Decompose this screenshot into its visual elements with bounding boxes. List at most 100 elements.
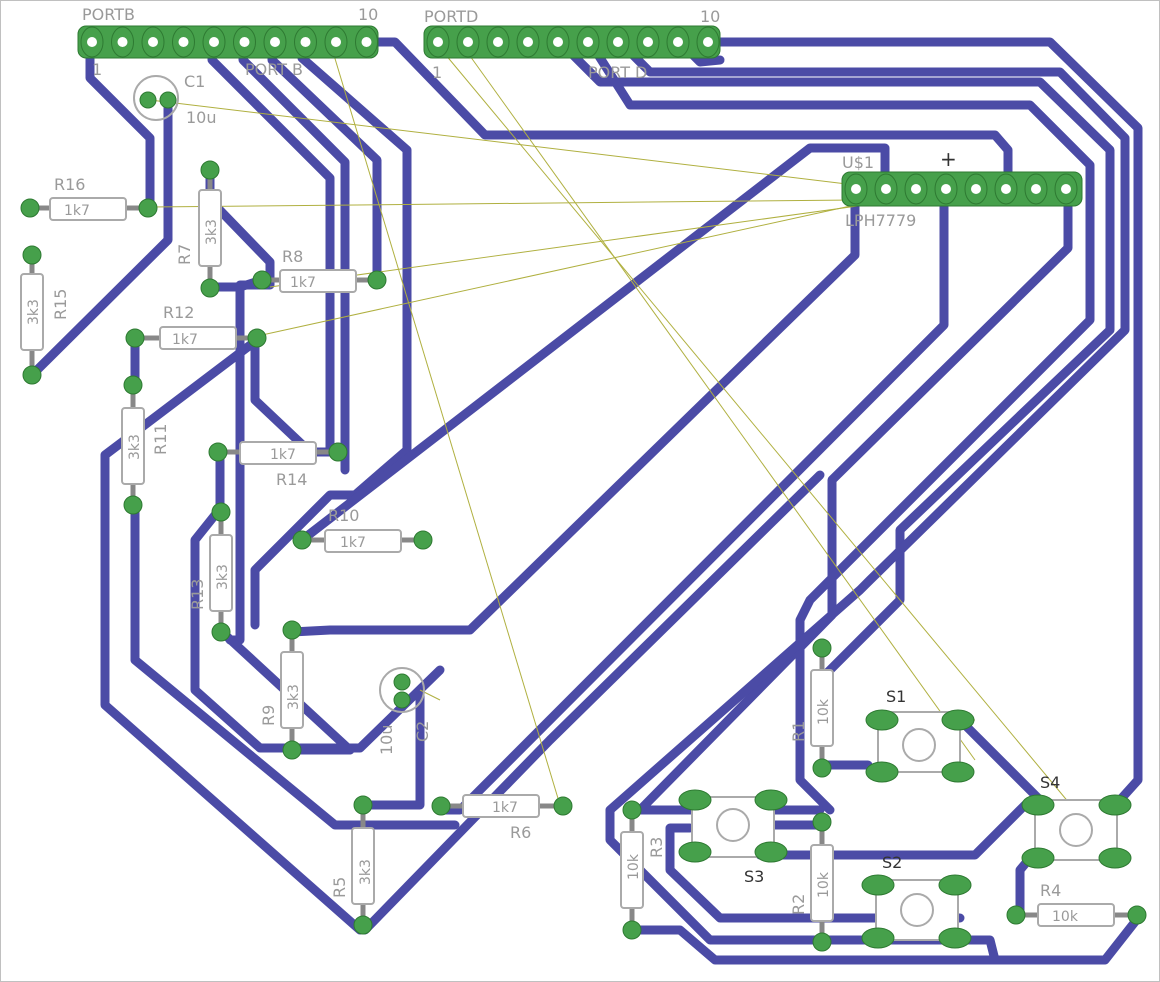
pad xyxy=(812,758,832,778)
resistor-body xyxy=(1037,903,1115,927)
airwire xyxy=(459,41,976,761)
pad xyxy=(139,91,157,109)
trace xyxy=(85,37,155,212)
pad xyxy=(553,796,573,816)
pad xyxy=(1098,794,1132,816)
resistor-r14[interactable]: 1k7 R14 xyxy=(208,441,348,489)
resistor-body xyxy=(49,197,127,221)
drill-hole xyxy=(553,37,563,47)
pad xyxy=(282,620,302,640)
switch-name: S4 xyxy=(1040,773,1060,792)
pad xyxy=(22,365,42,385)
resistor-r16[interactable]: R16 1k7 xyxy=(20,175,158,221)
trace xyxy=(27,95,173,380)
pad xyxy=(211,622,231,642)
resistor-body xyxy=(239,441,317,465)
lph7779-connector[interactable]: U$1 LPH7779 + xyxy=(841,147,1083,230)
resistor-value: 10k xyxy=(816,871,832,898)
cross-marker: + xyxy=(940,147,957,171)
pad xyxy=(125,328,145,348)
resistor-value: 3k3 xyxy=(215,564,231,590)
header-name: PORTB xyxy=(82,5,135,24)
trace xyxy=(361,37,1013,193)
resistor-r7[interactable]: R7 3k3 xyxy=(175,160,222,298)
resistor-value: 3k3 xyxy=(204,219,220,245)
resistor-name: R7 xyxy=(175,244,194,265)
pad xyxy=(622,800,642,820)
resistor-body xyxy=(462,794,540,818)
capacitor-c2[interactable]: C2 10u xyxy=(377,667,432,756)
pad xyxy=(865,709,899,731)
pad xyxy=(938,874,972,896)
trace xyxy=(605,37,1130,965)
resistor-name: R16 xyxy=(54,175,85,194)
resistor-r15[interactable]: R15 3k3 xyxy=(20,245,70,385)
pad xyxy=(292,530,312,550)
airwire xyxy=(261,204,856,336)
drill-hole xyxy=(523,37,533,47)
resistor-r10[interactable]: R10 1k7 xyxy=(292,506,433,553)
chip-value: LPH7779 xyxy=(845,211,916,230)
drill-hole xyxy=(300,37,311,47)
header-pads xyxy=(426,26,720,58)
resistor-name: R6 xyxy=(510,823,531,842)
resistor-r6[interactable]: 1k7 R6 xyxy=(431,794,573,842)
switch-s2[interactable]: S2 xyxy=(861,853,972,949)
switch-s1[interactable]: S1 xyxy=(865,687,975,783)
switch-name: S2 xyxy=(882,853,902,872)
resistor-r13[interactable]: R13 3k3 xyxy=(188,502,233,642)
pad xyxy=(211,502,231,522)
resistor-value: 1k7 xyxy=(64,203,90,219)
resistor-r4[interactable]: R4 10k xyxy=(1006,881,1147,927)
pad xyxy=(754,841,788,863)
portb-header[interactable]: PORTB PORT B 10 1 xyxy=(77,5,379,79)
pad xyxy=(938,927,972,949)
drill-hole xyxy=(493,37,503,47)
resistor-value: 1k7 xyxy=(290,275,316,291)
header-label: PORT D xyxy=(588,63,647,82)
trace xyxy=(555,37,1115,705)
resistor-name: R10 xyxy=(328,506,359,525)
resistor-r2[interactable]: R2 10k xyxy=(789,812,834,952)
resistor-name: R5 xyxy=(330,877,349,898)
pad xyxy=(861,874,895,896)
trace xyxy=(287,180,860,637)
drill-hole xyxy=(178,37,189,47)
pad xyxy=(678,841,712,863)
drill-hole xyxy=(433,37,443,47)
switch-button xyxy=(716,808,750,842)
resistor-r1[interactable]: R1 10k xyxy=(789,638,834,778)
trace xyxy=(190,510,445,753)
portd-header[interactable]: PORTD PORT D 10 1 xyxy=(423,7,721,82)
resistor-r8[interactable]: R8 1k7 xyxy=(252,247,387,293)
cap-outline xyxy=(379,667,425,713)
resistor-r5[interactable]: R5 3k3 xyxy=(330,795,375,935)
resistor-name: R15 xyxy=(51,289,70,320)
trace xyxy=(130,500,460,830)
resistor-body xyxy=(20,273,44,351)
resistor-body xyxy=(279,269,357,293)
pad xyxy=(123,375,143,395)
pad xyxy=(754,789,788,811)
pad xyxy=(367,270,387,290)
resistor-name: R8 xyxy=(282,247,303,266)
resistor-r12[interactable]: R12 1k7 xyxy=(125,303,267,350)
pad xyxy=(865,761,899,783)
drill-hole xyxy=(971,184,981,194)
drill-hole xyxy=(643,37,653,47)
switch-s4[interactable]: S4 xyxy=(1021,773,1132,869)
resistor-r11[interactable]: R11 3k3 xyxy=(121,375,170,515)
cap-value: 10u xyxy=(377,725,396,756)
resistor-name: R4 xyxy=(1040,881,1061,900)
switch-s3[interactable]: S3 xyxy=(678,789,788,886)
pad xyxy=(22,245,42,265)
drill-hole xyxy=(209,37,219,47)
cap-name: C1 xyxy=(184,72,205,91)
resistor-r9[interactable]: R9 3k3 xyxy=(259,620,304,760)
capacitor-c1[interactable]: C1 10u xyxy=(133,72,217,127)
drill-hole xyxy=(1001,184,1011,194)
pin-1-label: 1 xyxy=(92,60,102,79)
airwire xyxy=(149,199,856,208)
resistor-r3[interactable]: R3 10k xyxy=(620,800,666,940)
